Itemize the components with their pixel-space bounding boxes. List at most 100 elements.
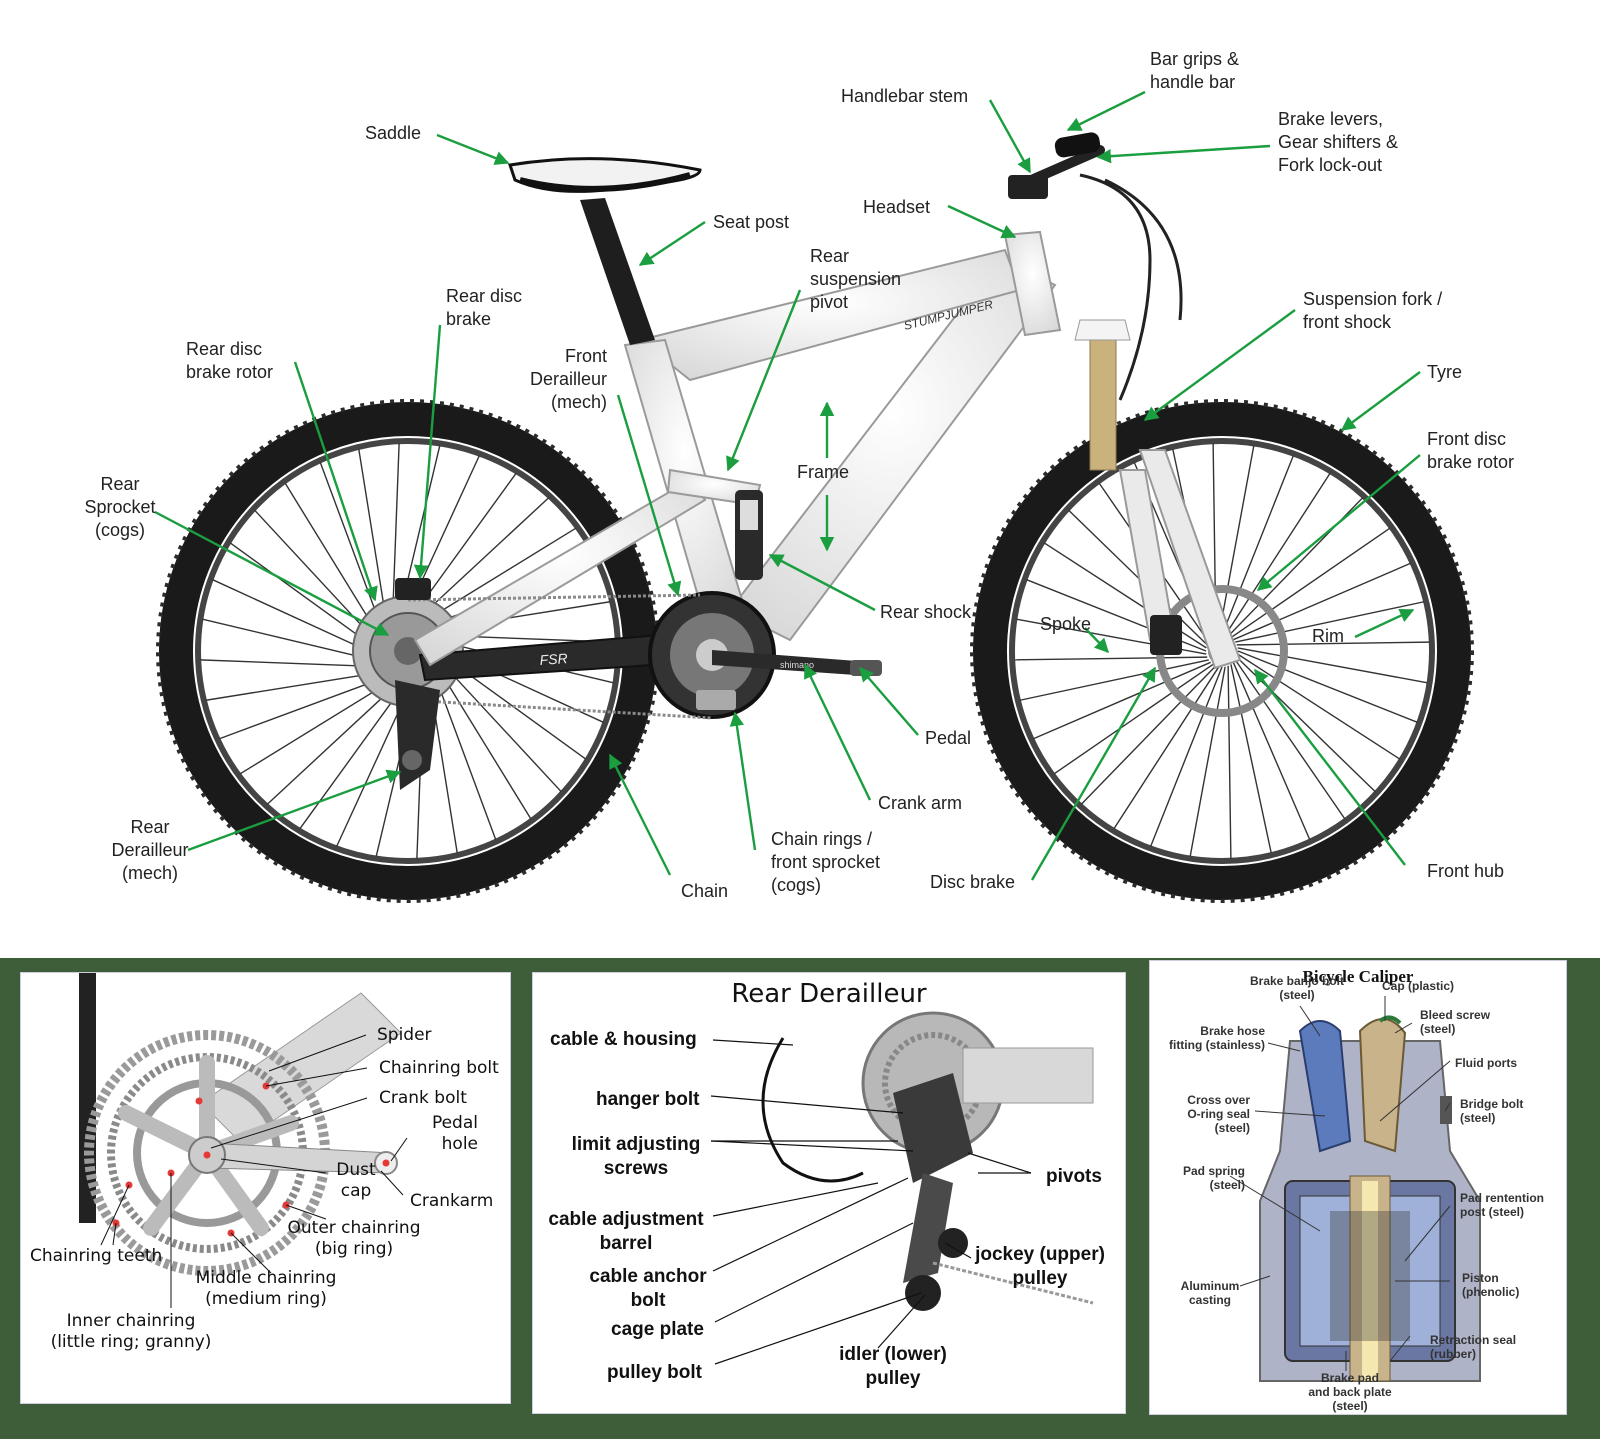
wheel-spoke (1237, 653, 1401, 760)
label-pedal: Pedal (925, 728, 972, 748)
label-brake-pad: Brake pad and back plate (steel) (1308, 1371, 1392, 1413)
label-retraction-seal: Retraction seal (rubber) (1430, 1333, 1517, 1361)
rear-derailleur-illustration (710, 1011, 1094, 1365)
arrow-front-derailleur (616, 394, 682, 597)
handlebar-assembly (1008, 132, 1183, 401)
label-suspension-fork: Suspension fork / front shock (1303, 289, 1443, 332)
label-pulley-bolt: pulley bolt (607, 1362, 702, 1383)
wheel-spoke (1218, 445, 1255, 636)
bicycle-caliper-panel: Bicycle Caliper (1149, 960, 1567, 1415)
arrow-rear-disc-brake (413, 324, 442, 580)
label-brake-levers: Brake levers, Gear shifters & Fork lock-… (1278, 109, 1399, 175)
wheel-spoke (1033, 661, 1211, 740)
crankset (648, 591, 882, 719)
wheel-spoke (1053, 663, 1214, 775)
wheel-spoke (422, 497, 550, 615)
arrow-front-hub (1254, 668, 1406, 866)
label-idler-pulley: idler (lower) pulley (839, 1344, 947, 1389)
label-disc-brake: Disc brake (930, 872, 1016, 892)
label-aluminum-casting: Aluminum casting (1180, 1279, 1240, 1307)
arrow-chain (608, 753, 672, 876)
wheel-spoke (415, 472, 517, 613)
arrow-rear-disc-brake-rotor (293, 361, 378, 602)
label-bar-grips: Bar grips & handle bar (1150, 49, 1240, 92)
label-rear-sprocket: Rear Sprocket (cogs) (84, 474, 156, 540)
label-jockey-pulley: jockey (upper) pulley (975, 1244, 1105, 1289)
label-front-disc-brake-rotor: Front disc brake rotor (1427, 429, 1515, 472)
label-headset: Headset (863, 197, 931, 217)
label-cross-over-seal: Cross over O-ring seal (steel) (1187, 1093, 1250, 1135)
label-tyre: Tyre (1427, 362, 1463, 382)
label-seat-post: Seat post (713, 212, 790, 232)
label-chain-rings: Chain rings / front sprocket (cogs) (771, 829, 881, 895)
arrow-handlebar-stem (988, 99, 1032, 174)
wheel-spoke (391, 443, 400, 615)
wheel-spoke (219, 678, 380, 740)
label-front-derailleur: Front Derailleur (mech) (529, 346, 607, 412)
label-middle-chainring: Middle chainring (medium ring) (195, 1268, 337, 1309)
label-spoke: Spoke (1040, 614, 1092, 634)
arrow-rear-sprocket (154, 510, 390, 637)
label-cage-plate: cage plate (611, 1319, 704, 1340)
label-chainring-bolt: Chainring bolt (379, 1058, 499, 1078)
label-spider: Spider (377, 1025, 432, 1045)
label-rear-shock: Rear shock (880, 602, 972, 622)
wheel-spoke (284, 482, 376, 630)
label-front-hub: Front hub (1427, 861, 1505, 881)
wheel-spoke (239, 683, 387, 775)
rear-derailleur (395, 680, 440, 790)
wheel-spoke (1230, 664, 1272, 854)
label-rear-disc-brake-rotor: Rear disc brake rotor (186, 339, 274, 382)
arrow-brake-levers (1096, 144, 1271, 164)
rear-derailleur-panel: Rear Derailleur (532, 972, 1126, 1414)
wheel-spoke (212, 579, 369, 652)
wheel-spoke (1233, 562, 1411, 641)
arrow-headset (947, 204, 1017, 239)
label-crank-arm: Crank arm (878, 793, 963, 813)
wheel-spoke (358, 448, 387, 618)
label-banjo-bolt: Brake banjo bolt (steel) (1249, 974, 1344, 1002)
label-fluid-ports: Fluid ports (1455, 1056, 1517, 1070)
wheel-spoke (440, 672, 532, 820)
arrow-rear-shock (768, 553, 876, 612)
arrow-chain-rings (729, 711, 757, 851)
label-outer-chainring: Outer chainring (big ring) (287, 1218, 421, 1259)
crank-decal: shimano (780, 660, 814, 670)
suspension-fork (1074, 319, 1242, 670)
label-pad-spring: Pad spring (steel) (1182, 1164, 1245, 1192)
arrow-tyre (1340, 371, 1421, 431)
label-cable-anchor-bolt: cable anchor bolt (589, 1266, 707, 1311)
rear-shock (735, 490, 763, 580)
label-chain: Chain (681, 881, 729, 901)
label-pivots: pivots (1046, 1166, 1102, 1187)
label-chainring-teeth: Chainring teeth (30, 1246, 163, 1266)
arrow-front-disc-brake-rotor (1256, 454, 1421, 591)
arrow-suspension-fork (1143, 309, 1296, 421)
arrow-seat-post (638, 220, 706, 267)
label-rim: Rim (1312, 626, 1344, 646)
label-rear-suspension-pivot: Rear suspension pivot (810, 246, 902, 312)
arrow-spoke (1084, 627, 1109, 654)
label-cable-adjustment-barrel: cable adjustment barrel (548, 1209, 704, 1254)
wheel-spoke (336, 690, 409, 847)
wheel-spoke (1237, 650, 1418, 723)
label-pad-retention-post: Pad rentention post (steel) (1460, 1191, 1545, 1219)
arrow-pedal (859, 666, 919, 736)
wheel-spoke (200, 659, 372, 668)
wheel-spoke (205, 672, 375, 701)
wheel-spoke (429, 527, 577, 619)
label-pedal-hole: Pedal hole (431, 1113, 478, 1154)
wheel-spoke (444, 665, 562, 793)
label-inner-chainring: Inner chainring (little ring; granny) (50, 1311, 212, 1352)
label-crank-bolt: Crank bolt (379, 1088, 467, 1108)
wheel-spoke (1224, 472, 1331, 636)
label-dust-cap: Dust cap (336, 1160, 376, 1201)
wheel-spoke (1189, 666, 1226, 857)
wheel-spoke (1236, 641, 1430, 646)
wheel-spoke (202, 618, 369, 660)
wheel-spoke (1113, 666, 1220, 830)
wheel-spoke (1080, 665, 1217, 805)
arrow-rim (1354, 608, 1415, 639)
bicycle-illustration: STUMPJUMPER FSR (154, 90, 1474, 903)
